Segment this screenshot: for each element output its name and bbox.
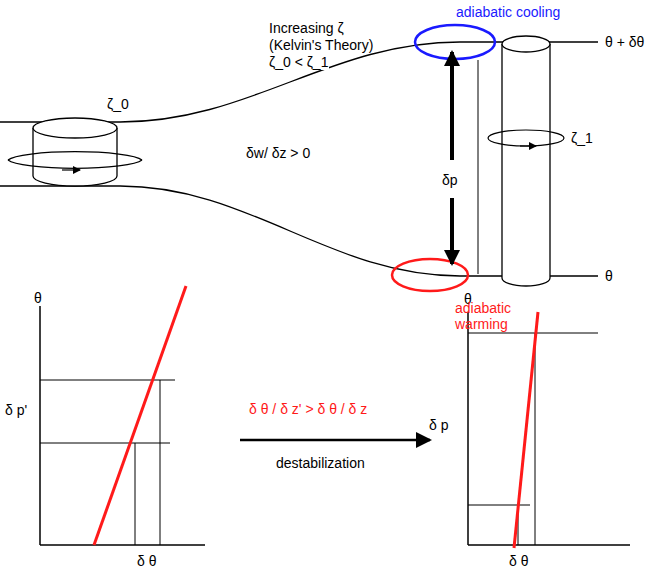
axis-interval-label: δ θ bbox=[508, 553, 529, 569]
theory-note: (Kelvin's Theory) bbox=[268, 37, 374, 53]
vorticity-label: ζ_0 bbox=[106, 96, 130, 112]
theory-note: Increasing ζ bbox=[268, 20, 345, 36]
theory-note: ζ_0 < ζ_1 bbox=[268, 54, 329, 70]
surface-label: θ bbox=[604, 268, 614, 284]
divergence-label: δw/ δz > 0 bbox=[245, 145, 311, 161]
pressure-depth-label: δ p bbox=[428, 417, 449, 433]
vorticity-label: ζ_1 bbox=[570, 130, 594, 146]
surface-label: θ + δθ bbox=[604, 34, 645, 50]
process-note: adiabatic cooling bbox=[455, 4, 561, 20]
process-note: adiabatic warming bbox=[454, 300, 534, 332]
lapse-rate-relation: δ θ / δ z' > δ θ / δ z bbox=[248, 401, 368, 417]
pressure-depth-label: δ p' bbox=[4, 402, 28, 418]
axis-interval-label: δ θ bbox=[136, 553, 157, 569]
pressure-depth-label: δp bbox=[441, 172, 459, 188]
process-label: destabilization bbox=[275, 455, 366, 471]
axis-label: θ bbox=[33, 290, 43, 306]
